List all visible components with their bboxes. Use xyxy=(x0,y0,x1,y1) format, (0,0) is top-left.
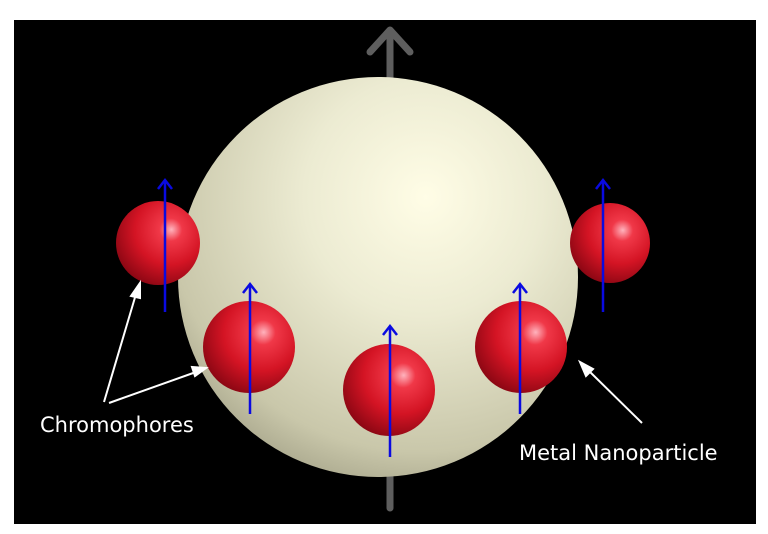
chromophore-left xyxy=(116,177,200,312)
chromophore-bottom xyxy=(343,323,435,457)
dipole-arrow-lower-left xyxy=(242,281,258,414)
nanoparticle-label: Metal Nanoparticle xyxy=(519,441,718,465)
pointer-arrows xyxy=(103,279,643,424)
chromophore-lower-right xyxy=(475,281,567,414)
dipole-arrow-lower-right xyxy=(512,281,528,414)
chromophores-label: Chromophores xyxy=(40,413,194,437)
dipole-arrow-right xyxy=(595,177,611,312)
chromophore-right xyxy=(570,177,650,312)
dipole-arrow-left xyxy=(157,177,173,312)
dipole-arrow-bottom xyxy=(382,323,398,457)
chromophore-lower-left xyxy=(203,281,295,414)
